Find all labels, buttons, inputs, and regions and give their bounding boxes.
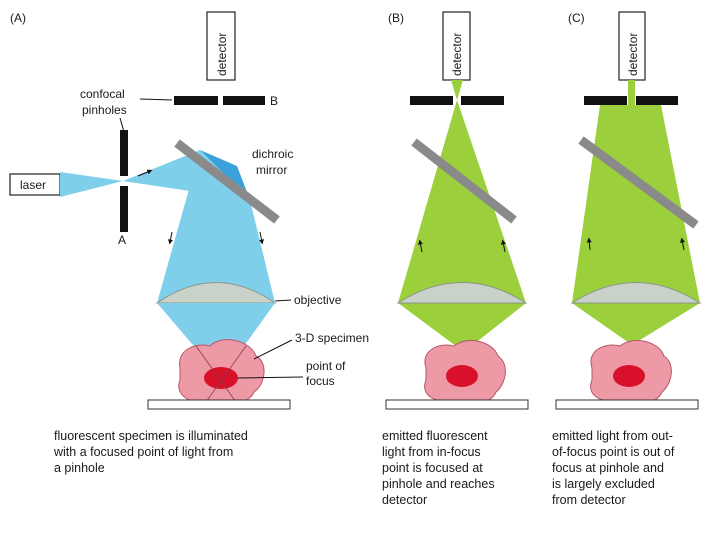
beam-arrow <box>137 169 153 177</box>
focus-point <box>613 365 645 387</box>
detector-label: detector <box>626 33 640 76</box>
panel-a-label: (A) <box>10 11 26 25</box>
pinhole-right <box>636 96 678 105</box>
focus-point <box>446 365 478 387</box>
panel-c-detector: detector <box>618 11 646 81</box>
specimen-label: 3-D specimen <box>295 331 369 345</box>
emitted-cone-lower <box>572 303 700 345</box>
excitation-beam-laser <box>60 172 123 197</box>
emitted-cone-upper <box>572 105 700 303</box>
detector-label: detector <box>215 33 229 76</box>
excitation-beam-to-objective <box>157 150 275 303</box>
pinhole-left <box>584 96 627 105</box>
panel-b: (B) detector emitted fluorescent light f… <box>382 11 529 507</box>
pinhole-a-bottom <box>120 186 128 232</box>
emitted-beam-to-detector <box>628 80 635 105</box>
beam-arrow <box>418 239 423 253</box>
pinhole-a-label: A <box>118 233 126 247</box>
focused-excitation-beam <box>157 303 275 378</box>
laser-label: laser <box>20 178 46 192</box>
slide <box>385 399 529 410</box>
pinhole-b-left <box>174 96 218 105</box>
dichroic-mirror <box>578 136 699 229</box>
dichroic-mirror <box>174 139 280 224</box>
pinhole-b-right <box>223 96 265 105</box>
detector-label: detector <box>450 33 464 76</box>
slide <box>147 399 291 410</box>
beam-arrow <box>680 237 685 251</box>
objective-label: objective <box>294 293 342 307</box>
panel-c-label: (C) <box>568 11 585 25</box>
detector-box <box>442 11 471 81</box>
pinhole-right <box>461 96 504 105</box>
beam-arrow <box>501 239 506 253</box>
pinhole-left <box>410 96 453 105</box>
dichroic-label-line1: dichroic <box>252 147 293 161</box>
panel-a: (A) detector B confocal pinholes laser A <box>9 11 369 475</box>
detector-box <box>206 11 236 81</box>
caption-c: emitted light from out- of-focus point i… <box>552 429 678 507</box>
objective-lens <box>570 282 702 304</box>
beam-arrow <box>259 231 264 245</box>
caption-b: emitted fluorescent light from in-focus … <box>382 429 498 507</box>
panel-b-detector: detector <box>442 11 471 81</box>
beam-arrow <box>586 237 592 251</box>
panel-a-detector: detector <box>206 11 236 81</box>
objective-lens <box>396 282 528 304</box>
confocal-label-line1: confocal <box>80 87 125 101</box>
specimen-beam-edge <box>205 345 247 403</box>
beam-arrow <box>168 231 173 245</box>
pinhole-b-label: B <box>270 94 278 108</box>
objective-lens <box>155 282 277 304</box>
dichroic-label-line2: mirror <box>256 163 287 177</box>
focus-label-line2: focus <box>306 374 335 388</box>
specimen-leader <box>253 339 293 360</box>
panel-b-label: (B) <box>388 11 404 25</box>
confocal-label-line2: pinholes <box>82 103 127 117</box>
specimen-beam-edge <box>195 345 237 403</box>
focus-leader <box>237 376 304 379</box>
focus-point <box>204 367 238 389</box>
emitted-cone-lower <box>398 303 526 352</box>
focus-label-line1: point of <box>306 359 346 373</box>
confocal-leader-a <box>119 117 125 133</box>
pinhole-a-top <box>120 130 128 176</box>
slide <box>555 399 699 410</box>
confocal-leader-b <box>139 98 173 101</box>
objective-leader <box>274 299 292 302</box>
panel-c: (C) detector emitted light from out- of-… <box>552 11 702 507</box>
caption-a: fluorescent specimen is illuminated with… <box>53 429 251 475</box>
emitted-cone-upper <box>398 100 526 303</box>
emitted-beam-to-detector <box>451 80 463 100</box>
detector-box <box>618 11 646 81</box>
dichroic-mirror <box>411 138 517 224</box>
